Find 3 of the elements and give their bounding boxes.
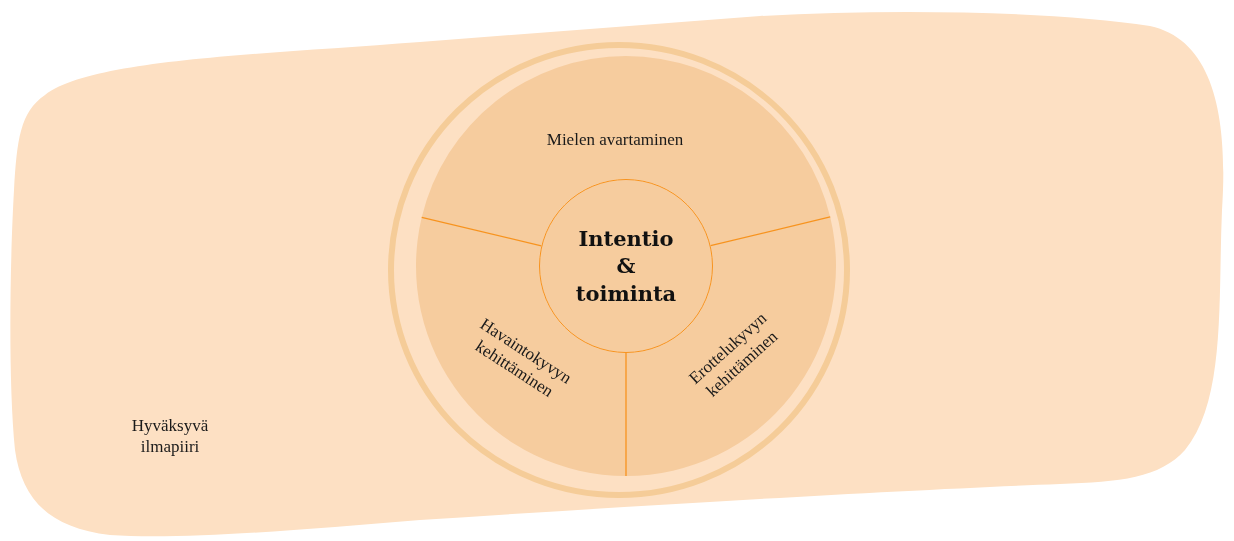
sector-label: Mielen avartaminen (545, 129, 685, 151)
center-label: Intentio & toiminta (574, 225, 678, 307)
region-label: Hyväksyvä ilmapiiri (130, 414, 210, 458)
